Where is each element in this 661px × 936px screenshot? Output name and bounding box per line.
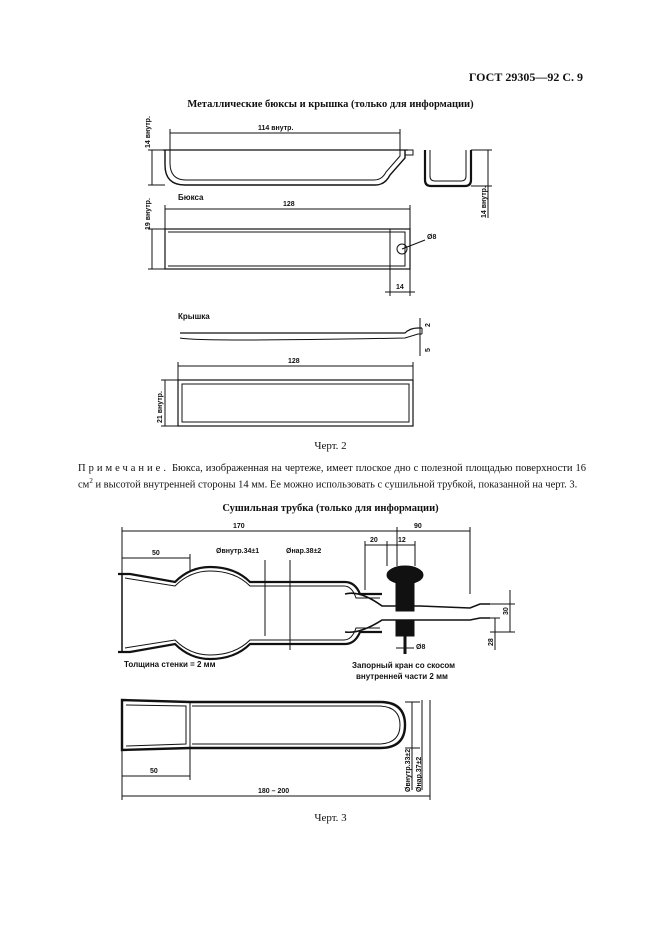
- dim-50-bottom-label: 50: [150, 768, 158, 775]
- dim-28-label: 28: [488, 638, 495, 646]
- dim-14-bottom: 14: [385, 269, 415, 296]
- dim-180-label: 180 – 200: [258, 788, 289, 795]
- dim-50-bottom: 50: [121, 748, 191, 800]
- dim-30-label: 30: [503, 607, 510, 615]
- box-plan-view: Ø8: [164, 228, 436, 270]
- page-header: ГОСТ 29305—92 С. 9: [468, 70, 583, 84]
- wall-thickness-label: Толщина стенки = 2 мм: [124, 660, 216, 669]
- lid-plan-view: [177, 379, 414, 427]
- valve-label-1: Запорный кран со скосом: [352, 661, 455, 670]
- dim-128-lid: 128: [177, 358, 414, 380]
- dim-21: 21 внутр.: [157, 379, 178, 427]
- dim-128-top: 128: [164, 201, 411, 229]
- dim-90-label: 90: [414, 523, 422, 530]
- dim-14-right-label: 14 внутр.: [481, 186, 488, 218]
- dim-170-label: 170: [233, 523, 245, 530]
- dim-50-top-label: 50: [152, 550, 160, 557]
- dia-38-label: Øнар.38±2: [286, 548, 321, 555]
- dim-114: 114 внутр.: [169, 125, 401, 150]
- dim-20-12: 20 12: [364, 537, 416, 590]
- drying-tube-top: [118, 565, 490, 661]
- figure-3-caption: Черт. 3: [314, 812, 347, 824]
- dim-5-label: 5: [425, 348, 432, 352]
- lid-label: Крышка: [178, 312, 210, 321]
- dim-20-label: 20: [370, 537, 378, 544]
- dim-180-200: 180 – 200: [122, 700, 431, 800]
- dim-114-label: 114 внутр.: [258, 125, 293, 132]
- dim-50-top: 50: [122, 550, 191, 572]
- note-text-2: и высотой внутренней стороны 14 мм. Ее м…: [92, 479, 578, 491]
- dim-14-left-label: 14 внутр.: [145, 116, 152, 148]
- dim-8-valve: Ø8: [396, 644, 425, 651]
- dia-33-label: Øвнутр.33±2: [405, 749, 412, 792]
- dim-diameters-bottom: Øвнутр.33±2 Øнар.37±2: [405, 700, 423, 792]
- lid-side-view: 2 5: [179, 318, 432, 356]
- dim-30-28: 30 28: [488, 590, 515, 650]
- dim-128-lid-label: 128: [288, 358, 300, 365]
- valve-label-2: внутренней части 2 мм: [356, 672, 448, 681]
- dim-19-label: 19 внутр.: [145, 198, 152, 230]
- note-label: Примечание.: [78, 463, 169, 474]
- box-label: Бюкса: [178, 193, 204, 202]
- dim-128-top-label: 128: [283, 201, 295, 208]
- figure-2-title: Металлические бюксы и крышка (только для…: [187, 99, 474, 110]
- dim-12-label: 12: [398, 537, 406, 544]
- figure-3-title: Сушильная трубка (только для информации): [222, 503, 439, 514]
- dia-34-label: Øвнутр.34±1: [216, 548, 259, 555]
- dim-diameters-top: Øвнутр.34±1 Øнар.38±2: [216, 548, 321, 650]
- dim-170-90: 170 90: [121, 523, 471, 594]
- dia-8-valve-label: Ø8: [416, 644, 425, 651]
- dim-2-label: 2: [425, 323, 432, 327]
- box-side-view: [163, 149, 414, 186]
- note-sup: 2: [89, 477, 93, 485]
- drying-tube-bottom: [120, 698, 407, 752]
- dim-19: 19 внутр.: [145, 198, 165, 270]
- dim-14-left: 14 внутр.: [145, 116, 165, 186]
- note-paragraph: Примечание. Бюкса, изображенная на черте…: [78, 462, 586, 492]
- box-cross-section: 14 внутр.: [423, 149, 492, 218]
- note-text-1: Бюкса, изображенная на чертеже, имеет пл…: [78, 463, 586, 491]
- dia-37-label: Øнар.37±2: [416, 757, 423, 792]
- dim-14-bottom-label: 14: [396, 284, 404, 291]
- figure-2-caption: Черт. 2: [314, 440, 347, 452]
- dim-21-label: 21 внутр.: [157, 391, 164, 423]
- diam-8-label: Ø8: [427, 234, 436, 241]
